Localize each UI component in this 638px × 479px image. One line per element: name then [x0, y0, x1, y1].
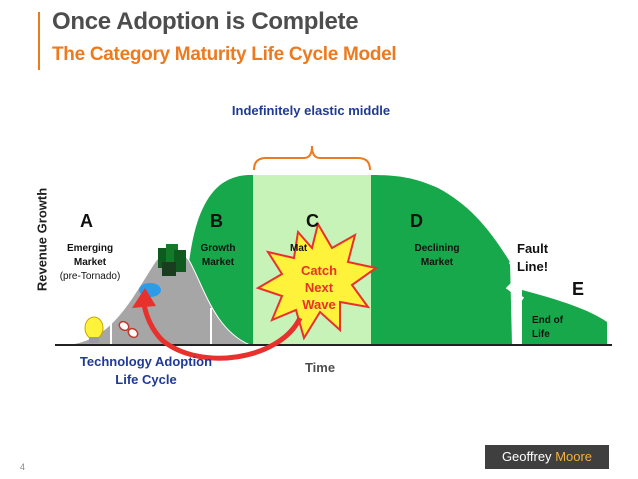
y-axis-label: Revenue Growth — [35, 180, 50, 300]
elastic-middle-label: Indefinitely elastic middle — [226, 102, 396, 119]
stage-d-letter: D — [410, 211, 423, 232]
geoffrey-moore-logo: Geoffrey Moore — [485, 445, 609, 469]
fault-line-label: Fault Line! — [517, 240, 548, 276]
stage-d-label: Declining Market — [402, 242, 472, 270]
stage-e-letter: E — [572, 279, 584, 300]
elastic-bracket — [254, 146, 370, 170]
stage-e-label: End of Life — [532, 314, 582, 342]
stage-c-letter: C — [306, 211, 319, 232]
money-stack-icon — [158, 244, 186, 276]
x-axis-label: Time — [290, 360, 350, 375]
stage-a-letter: A — [80, 211, 93, 232]
stage-b-letter: B — [210, 211, 223, 232]
stage-c-label: Mat — [290, 242, 320, 256]
stage-a-label: Emerging Market (pre-Tornado) — [50, 242, 130, 284]
page-number: 4 — [20, 462, 25, 472]
technology-adoption-label: Technology Adoption Life Cycle — [56, 353, 236, 389]
stage-b-label: Growth Market — [188, 242, 248, 270]
catch-next-wave-label: Catch Next Wave — [284, 262, 354, 313]
